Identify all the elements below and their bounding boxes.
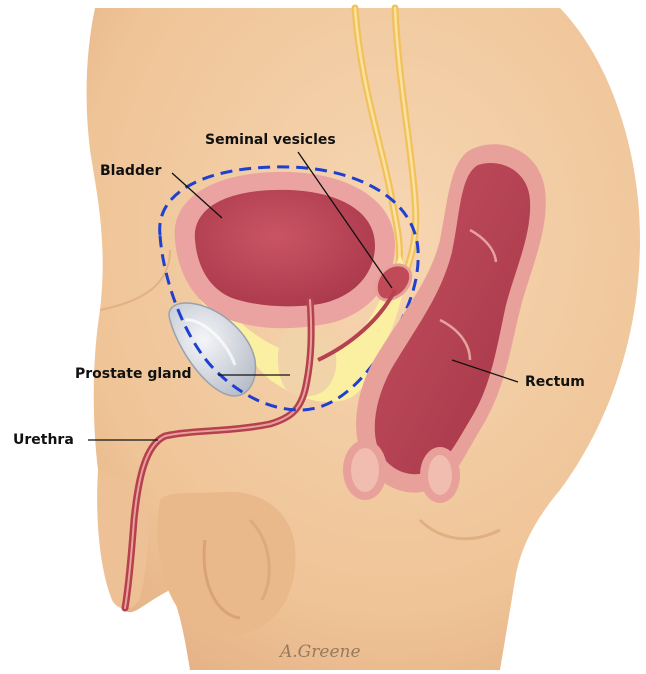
artist-signature: A.Greene <box>280 642 361 662</box>
urethra-label: Urethra <box>13 432 74 448</box>
penis <box>97 470 150 609</box>
bladder-label: Bladder <box>100 163 161 179</box>
bladder <box>195 190 375 306</box>
seminal-vesicles-label: Seminal vesicles <box>205 132 336 148</box>
prostate-gland-label: Prostate gland <box>75 366 192 382</box>
rectum-label: Rectum <box>525 374 585 390</box>
